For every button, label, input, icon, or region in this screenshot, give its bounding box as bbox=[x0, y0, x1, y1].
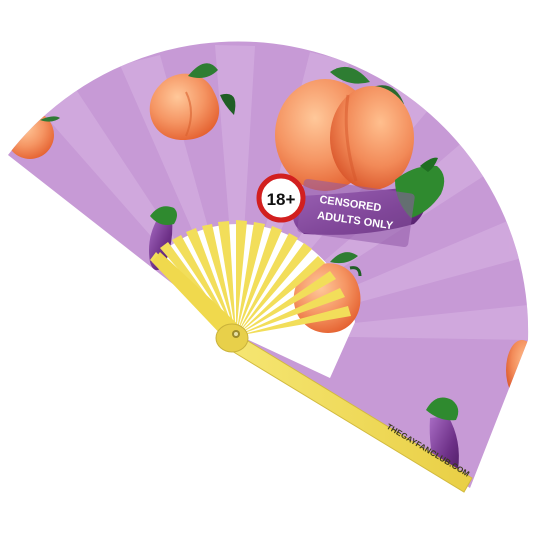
peach-icon bbox=[149, 63, 236, 140]
fan-pivot bbox=[215, 323, 249, 353]
age-badge: 18+ bbox=[256, 173, 306, 223]
left-guard-stick bbox=[152, 252, 244, 340]
censor-banner: CENSORED ADULTS ONLY bbox=[297, 178, 415, 248]
age-badge-text: 18+ bbox=[267, 190, 296, 209]
peach-icon bbox=[275, 66, 414, 191]
